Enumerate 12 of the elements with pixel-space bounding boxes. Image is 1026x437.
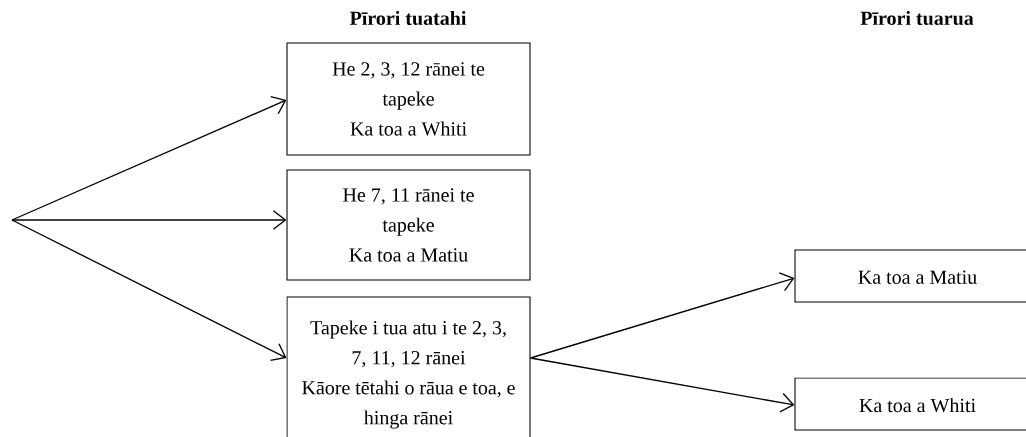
column-heading: Pīrori tuarua: [860, 10, 974, 26]
arrow: [529, 357, 795, 413]
outcome-box: He 2, 3, 12 rānei te tapeke Ka toa a Whiti: [286, 42, 531, 156]
outcome-box: Ka toa a Matiu: [794, 249, 1026, 303]
outcome-box: Ka toa a Whiti: [794, 377, 1026, 431]
arrow: [11, 96, 287, 221]
outcome-box: Tapeke i tua atu i te 2, 3, 7, 11, 12 rānei Kāore tētahi o rāua e toa, e hinga rānei: [286, 296, 531, 437]
arrow: [529, 272, 795, 359]
arrow: [11, 219, 287, 362]
arrow: [11, 210, 287, 230]
column-heading: Pīrori tuatahi: [349, 10, 467, 26]
outcome-box: He 7, 11 rānei te tapeke Ka toa a Matiu: [286, 169, 531, 281]
